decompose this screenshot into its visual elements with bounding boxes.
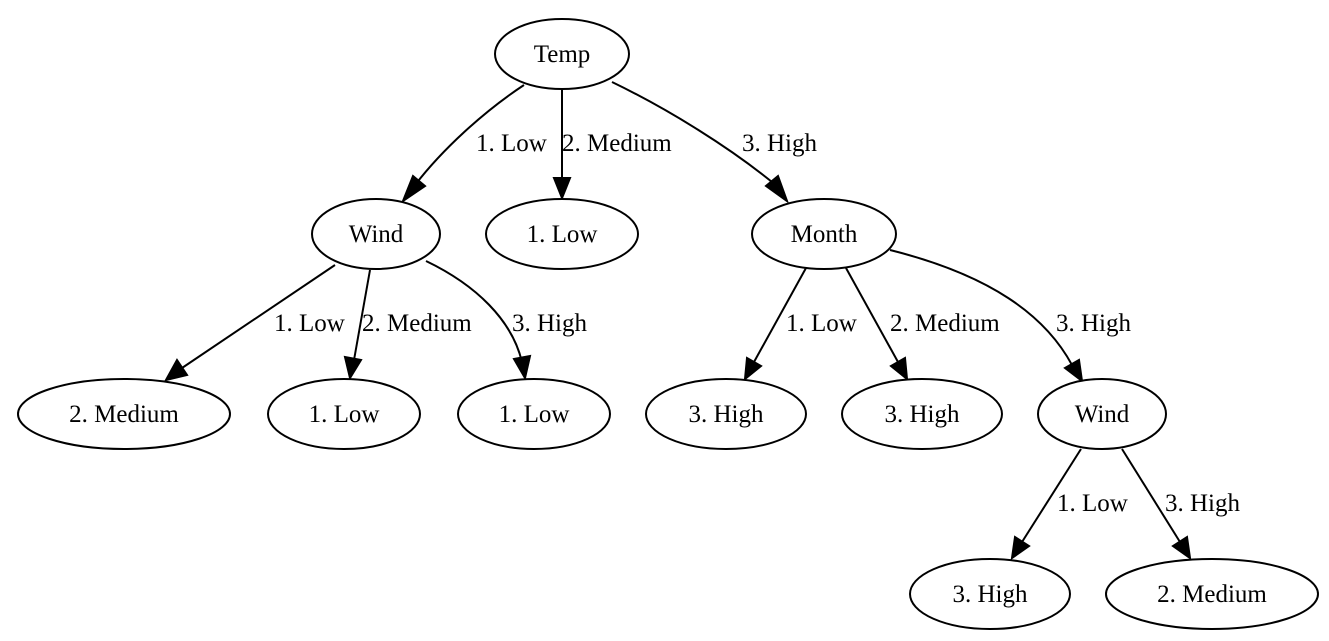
node-label-leaf-high-b: 3. High [885,401,961,428]
node-label-month: Month [791,221,858,248]
node-leaf-low-a: 1. Low [267,378,421,450]
edge-month-to-wind: 3. High [889,249,1132,384]
node-label-leaf-high-c: 3. High [953,581,1029,608]
edge-label-wind-leaf-low-b: 3. High [512,310,588,337]
edge-label-wind-leaf-high: 1. Low [1057,490,1128,517]
node-leaf-medium-2: 2. Medium [1105,558,1319,630]
node-label-wind: Wind [349,221,404,248]
edge-label-wind-leaf-low-a: 2. Medium [362,310,472,337]
edge-label-temp-leaf-low: 2. Medium [562,130,672,157]
node-leaf-high-a: 3. High [645,378,807,450]
edge-label-temp-wind: 1. Low [476,130,547,157]
edge-label-month-leaf-high-b: 2. Medium [890,310,1000,337]
edge-label-temp-month: 3. High [742,130,818,157]
node-label-temp: Temp [534,41,591,68]
node-label-leaf-medium-2: 2. Medium [1157,581,1267,608]
node-label-wind-2: Wind [1075,401,1130,428]
node-label-leaf-medium: 2. Medium [69,401,179,428]
node-label-leaf-low-b: 1. Low [499,401,570,428]
node-month: Month [751,198,897,270]
node-label-leaf-low-a: 1. Low [309,401,380,428]
edge-label-month-wind: 3. High [1056,310,1132,337]
edge-wind-to-leaf-high: 1. Low [1010,448,1128,561]
edge-wind-to-leaf-low-a: 2. Medium [343,269,472,381]
nodes: Temp Wind 1. Low Month 2. Medium 1. Low … [17,18,1319,630]
node-leaf-low: 1. Low [485,198,639,270]
node-wind: Wind [311,198,441,270]
node-leaf-high-b: 3. High [841,378,1003,450]
edge-month-to-leaf-high-b: 2. Medium [845,267,1000,382]
node-wind-2: Wind [1037,378,1167,450]
node-leaf-medium: 2. Medium [17,378,231,450]
node-leaf-low-b: 1. Low [457,378,611,450]
edge-temp-to-month: 3. High [611,81,818,204]
edge-wind-to-leaf-medium: 1. Low [164,264,345,382]
edges: 1. Low 2. Medium 3. High 1. Low 2. Mediu… [164,81,1241,561]
node-leaf-high-c: 3. High [909,558,1071,630]
edge-month-to-leaf-high-a: 1. Low [743,267,857,382]
node-label-leaf-high-a: 3. High [689,401,765,428]
edge-temp-to-wind: 1. Low [400,84,547,204]
edge-wind-to-leaf-low-b: 3. High [425,260,588,381]
node-temp: Temp [494,18,630,90]
edge-temp-to-leaf-low: 2. Medium [552,88,672,201]
edge-label-month-leaf-high-a: 1. Low [786,310,857,337]
edge-label-wind-leaf-medium: 1. Low [274,310,345,337]
node-label-leaf-low: 1. Low [527,221,598,248]
edge-wind-to-leaf-medium-2: 3. High [1121,448,1241,561]
edge-label-wind-leaf-medium-2: 3. High [1165,490,1241,517]
